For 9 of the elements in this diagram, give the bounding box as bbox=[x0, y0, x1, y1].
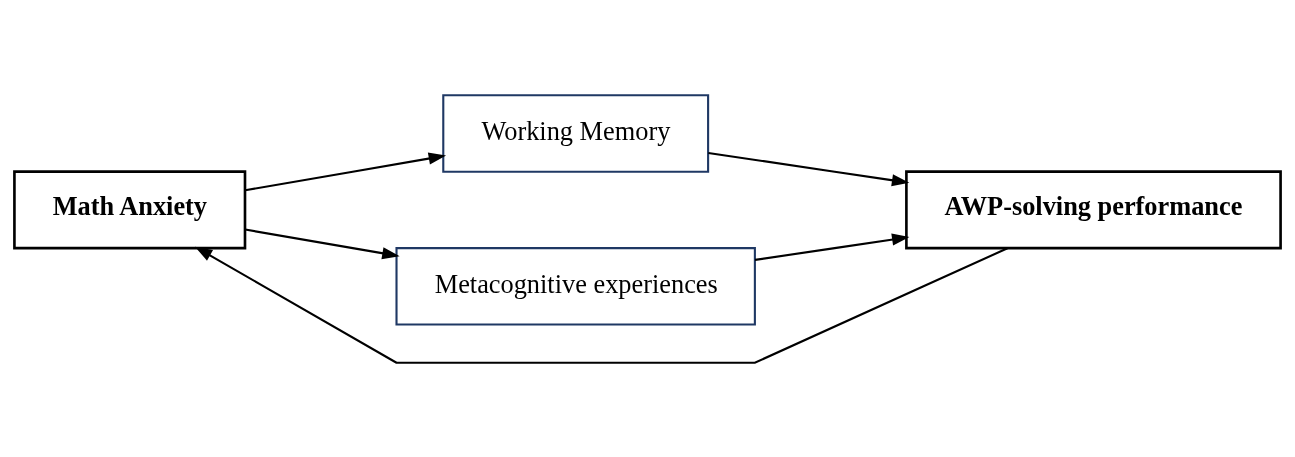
node-box: Working Memory bbox=[442, 93, 710, 173]
node-box: Metacognitive experiences bbox=[395, 246, 756, 326]
arrow bbox=[708, 151, 910, 186]
arrow bbox=[754, 233, 910, 261]
arrow bbox=[245, 152, 447, 191]
arrow bbox=[245, 228, 400, 259]
node-box: AWP-solving performance bbox=[905, 169, 1282, 249]
arrow bbox=[194, 246, 1008, 364]
node-box: Math Anxiety bbox=[13, 169, 247, 249]
